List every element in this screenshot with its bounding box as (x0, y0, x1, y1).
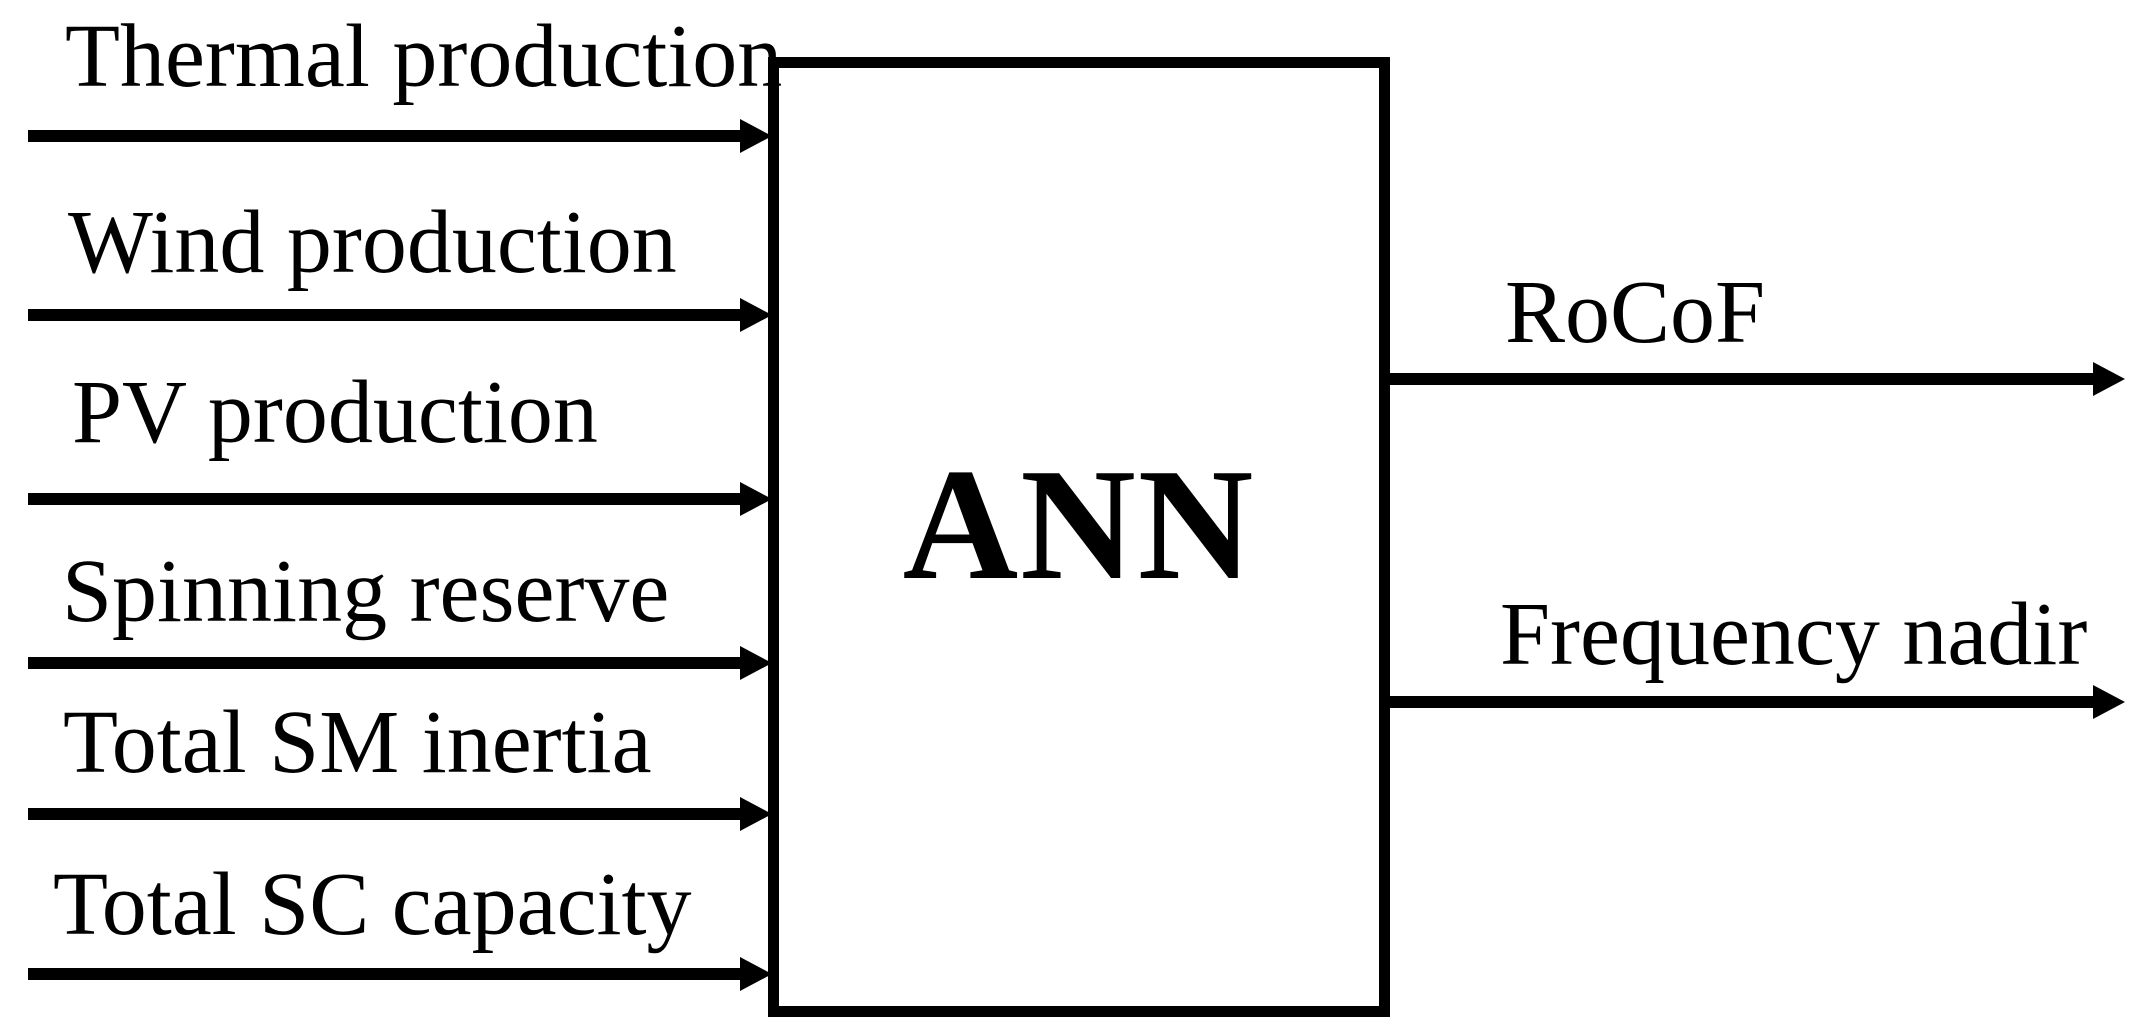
ann-block (768, 57, 1390, 1017)
arrow-head-icon (2093, 362, 2125, 396)
arrow-shaft (28, 130, 740, 142)
input-label-thermal-production: Thermal production (65, 7, 783, 106)
arrow-shaft (28, 309, 740, 321)
arrow-head-icon (740, 797, 772, 831)
arrow-shaft (28, 968, 740, 980)
input-label-total-sm-inertia: Total SM inertia (63, 693, 652, 792)
arrow-shaft (28, 657, 740, 669)
input-label-wind-production: Wind production (68, 193, 677, 292)
input-label-total-sc-capacity: Total SC capacity (53, 855, 692, 954)
arrow-shaft (1390, 373, 2093, 385)
arrow-shaft (28, 493, 740, 505)
arrow-head-icon (740, 119, 772, 153)
output-label-frequency-nadir: Frequency nadir (1500, 585, 2088, 684)
arrow-head-icon (740, 482, 772, 516)
output-label-rocof: RoCoF (1505, 263, 1766, 362)
arrow-shaft (1390, 696, 2093, 708)
arrow-head-icon (740, 957, 772, 991)
arrow-head-icon (2093, 685, 2125, 719)
arrow-head-icon (740, 298, 772, 332)
arrow-head-icon (740, 646, 772, 680)
ann-block-title: ANN (902, 435, 1256, 613)
arrow-shaft (28, 808, 740, 820)
input-label-spinning-reserve: Spinning reserve (62, 542, 670, 641)
input-label-pv-production: PV production (72, 363, 598, 462)
